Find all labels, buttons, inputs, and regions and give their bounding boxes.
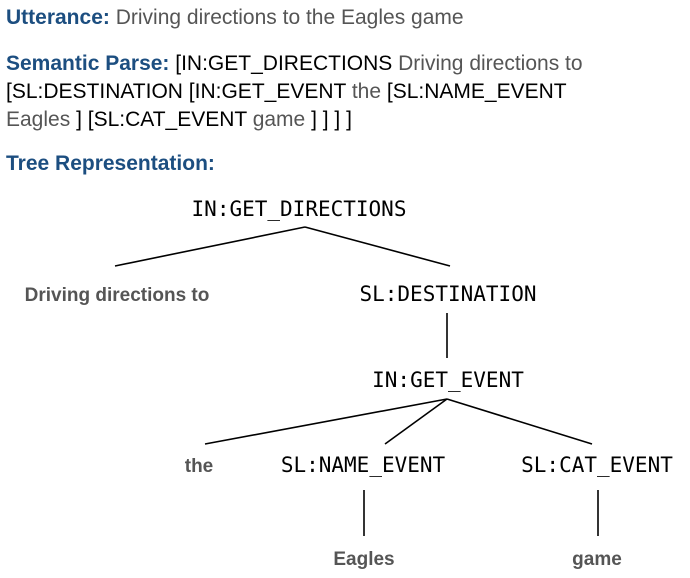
tree-node-root: IN:GET_DIRECTIONS — [192, 197, 407, 221]
tree-node-cat-event: SL:CAT_EVENT — [521, 453, 673, 477]
utterance-text: Driving directions to the Eagles game — [115, 6, 464, 29]
parse-token: [SL:DESTINATION [IN:GET_EVENT — [6, 80, 346, 103]
tree-node-destination: SL:DESTINATION — [359, 282, 536, 306]
parse-token: the — [351, 80, 382, 103]
tree-edge — [304, 226, 451, 267]
tree-edge — [114, 226, 306, 267]
parse-token: [SL:NAME_EVENT — [386, 80, 567, 103]
parse-token: ] ] ] ] — [311, 108, 352, 131]
semantic-parse-label: Semantic Parse: — [6, 52, 170, 75]
tree-leaf-eagles: Eagles — [333, 549, 394, 570]
parse-token: Eagles — [6, 108, 71, 131]
tree-leaf-the: the — [185, 456, 214, 477]
tree-node-get-event: IN:GET_EVENT — [372, 368, 524, 392]
tree-edge — [204, 398, 448, 445]
semantic-parse: Semantic Parse: [IN:GET_DIRECTIONS Drivi… — [6, 50, 686, 134]
parse-token: ] [SL:CAT_EVENT — [76, 108, 247, 131]
tree-leaf-driving-directions: Driving directions to — [25, 285, 210, 306]
parse-token: [IN:GET_DIRECTIONS — [175, 52, 393, 75]
utterance-line: Utterance: Driving directions to the Eag… — [6, 6, 464, 30]
parse-token: game — [252, 108, 306, 131]
tree-heading: Tree Representation: — [6, 152, 215, 175]
tree-edge — [384, 398, 448, 445]
tree-leaf-game: game — [572, 549, 622, 570]
tree-edge — [446, 398, 593, 445]
parse-token: Driving directions to — [398, 52, 583, 75]
utterance-label: Utterance: — [6, 6, 110, 29]
tree-node-name-event: SL:NAME_EVENT — [281, 453, 446, 477]
